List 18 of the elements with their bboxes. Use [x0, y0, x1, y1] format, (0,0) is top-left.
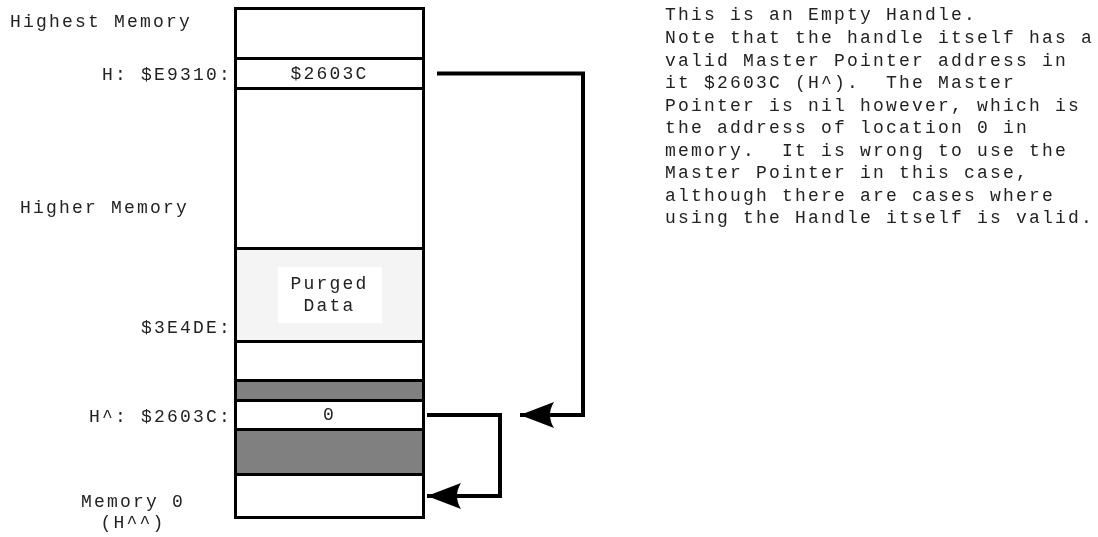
memory-block: [234, 7, 425, 60]
note-text: Note that the handle itself has a valid Master Pointer address in it $2603C (H^). The Master Pointer is nil however, which is the address of location 0 in memory. It is wrong to use the Master Pointer in this case, although there are cases where using the Handle itself is valid.: [665, 27, 1096, 230]
memory-block: [234, 340, 425, 382]
memory-block: [234, 87, 425, 250]
cell-value: $2603C: [290, 62, 369, 85]
note-text: This is an Empty Handle.: [665, 4, 979, 27]
memory-label: Highest Memory: [10, 11, 194, 34]
purged-region: [234, 247, 425, 343]
memory-block: [234, 473, 425, 519]
address-label: H: $E9310:: [100, 64, 232, 87]
memory-label: Higher Memory: [20, 197, 191, 220]
address-label: Memory 0 (H^^): [80, 492, 186, 534]
memory-block: [234, 428, 425, 476]
cell-value: 0: [323, 404, 336, 426]
memory-cell: [234, 399, 425, 431]
region-label: Purged Data: [277, 267, 382, 323]
address-label: H^: $2603C:: [87, 406, 232, 429]
address-label: $3E4DE:: [140, 317, 232, 340]
